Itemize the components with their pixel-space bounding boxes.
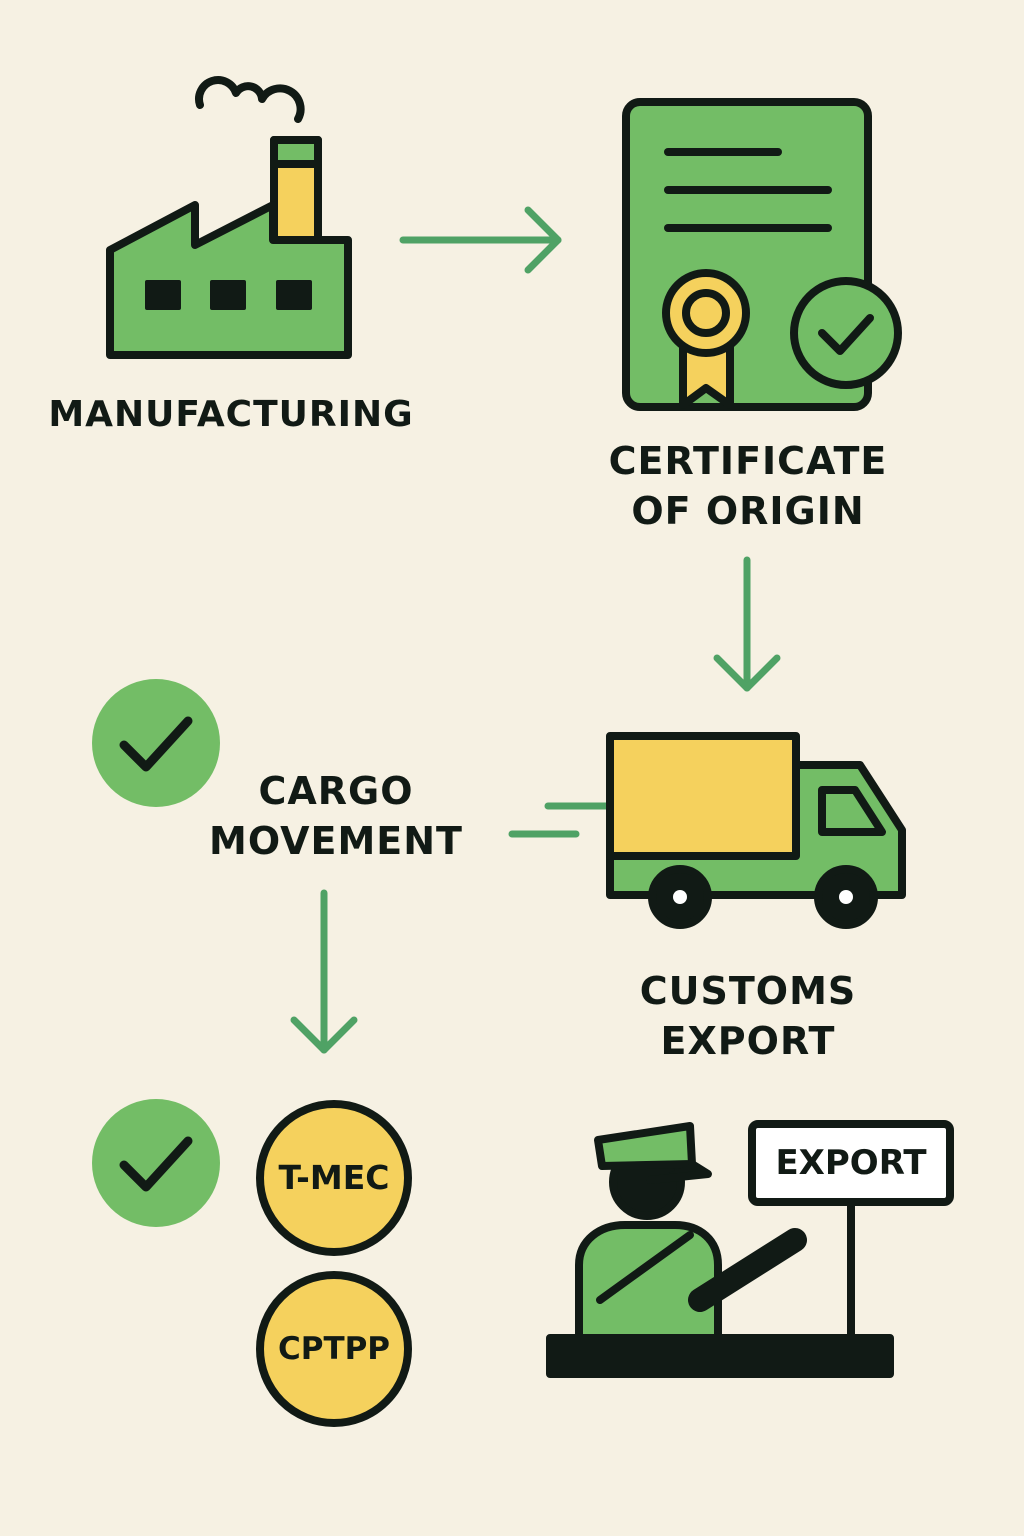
customs-label: CUSTOMS EXPORT — [598, 966, 898, 1066]
certificate-label-line2: OF ORIGIN — [631, 489, 865, 533]
cargo-label-line2: MOVEMENT — [209, 819, 463, 863]
customs-label-line2: EXPORT — [660, 1019, 836, 1063]
t-mec-label: T-MEC — [278, 1158, 390, 1197]
t-mec-badge — [256, 1100, 412, 1256]
truck-icon — [508, 732, 906, 929]
certificate-label-line1: CERTIFICATE — [608, 439, 888, 483]
export-sign-label: EXPORT — [775, 1143, 927, 1183]
factory-icon — [106, 76, 352, 359]
cptpp-label: CPTPP — [277, 1331, 391, 1367]
manufacturing-label: MANUFACTURING — [36, 390, 426, 440]
agreement-check-icon — [92, 1099, 220, 1227]
cargo-label: CARGO MOVEMENT — [186, 766, 486, 866]
certificate-label: CERTIFICATE OF ORIGIN — [588, 436, 908, 536]
arrow-to-certificate — [399, 206, 562, 274]
manufacturing-label-text: MANUFACTURING — [48, 394, 414, 435]
cargo-check-icon — [92, 679, 220, 807]
arrow-to-agreements — [290, 889, 358, 1054]
cptpp-badge — [256, 1271, 412, 1427]
arrow-to-customs — [713, 556, 781, 692]
customs-officer-icon — [546, 1120, 954, 1378]
certificate-icon — [622, 98, 902, 411]
cargo-label-line1: CARGO — [258, 769, 414, 813]
customs-label-line1: CUSTOMS — [639, 969, 857, 1013]
